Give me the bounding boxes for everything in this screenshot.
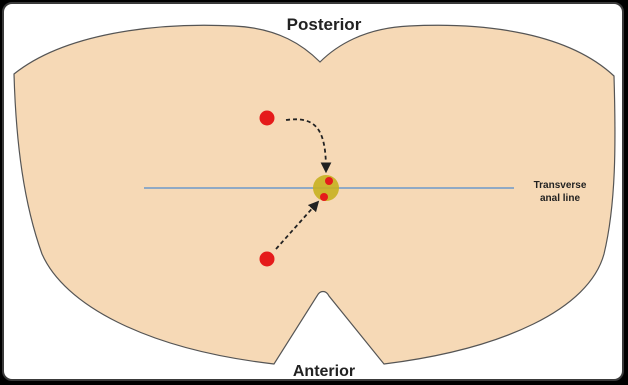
upper-red-dot-icon — [260, 111, 275, 126]
label-transverse: Transverse — [534, 180, 587, 191]
label-anal-line: anal line — [540, 193, 580, 204]
figure-panel: Posterior Anterior Transverse anal line — [2, 2, 624, 381]
perianal-diagram: Posterior Anterior Transverse anal line — [4, 4, 624, 381]
center-red-dot-lower — [320, 193, 328, 201]
center-red-dot-upper — [325, 177, 333, 185]
label-posterior: Posterior — [287, 15, 362, 34]
label-anterior: Anterior — [293, 363, 355, 380]
lower-red-dot-icon — [260, 252, 275, 267]
buttocks-shape — [14, 25, 615, 364]
